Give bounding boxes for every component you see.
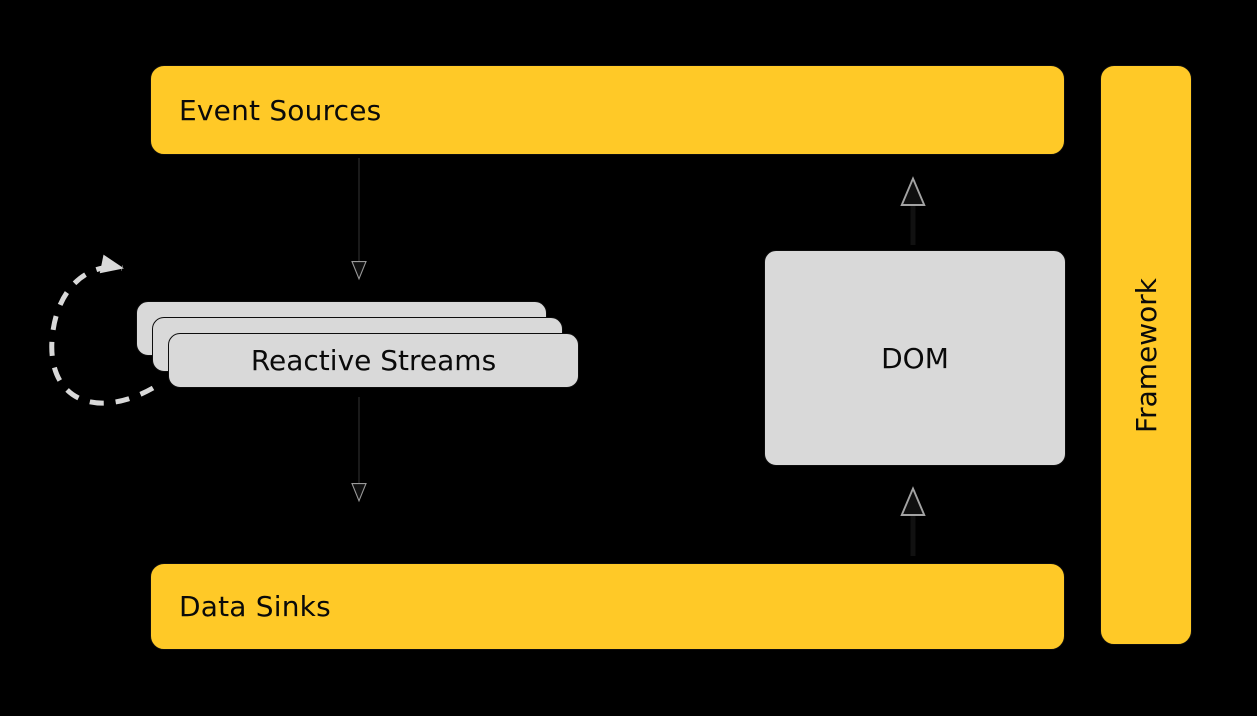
node-reactive-streams[interactable]: Reactive Streams	[136, 301, 579, 388]
node-data-sinks[interactable]: Data Sinks	[150, 563, 1065, 650]
node-dom[interactable]: DOM	[764, 250, 1066, 466]
stack-card-front[interactable]: Reactive Streams	[168, 333, 579, 388]
node-framework[interactable]: Framework	[1100, 65, 1192, 645]
node-event-sources-label: Event Sources	[179, 93, 382, 127]
node-framework-label: Framework	[1129, 277, 1163, 433]
node-data-sinks-label: Data Sinks	[179, 590, 331, 623]
node-event-sources[interactable]: Event Sources	[150, 65, 1065, 155]
node-reactive-streams-label: Reactive Streams	[250, 344, 497, 377]
node-dom-label: DOM	[881, 341, 949, 375]
